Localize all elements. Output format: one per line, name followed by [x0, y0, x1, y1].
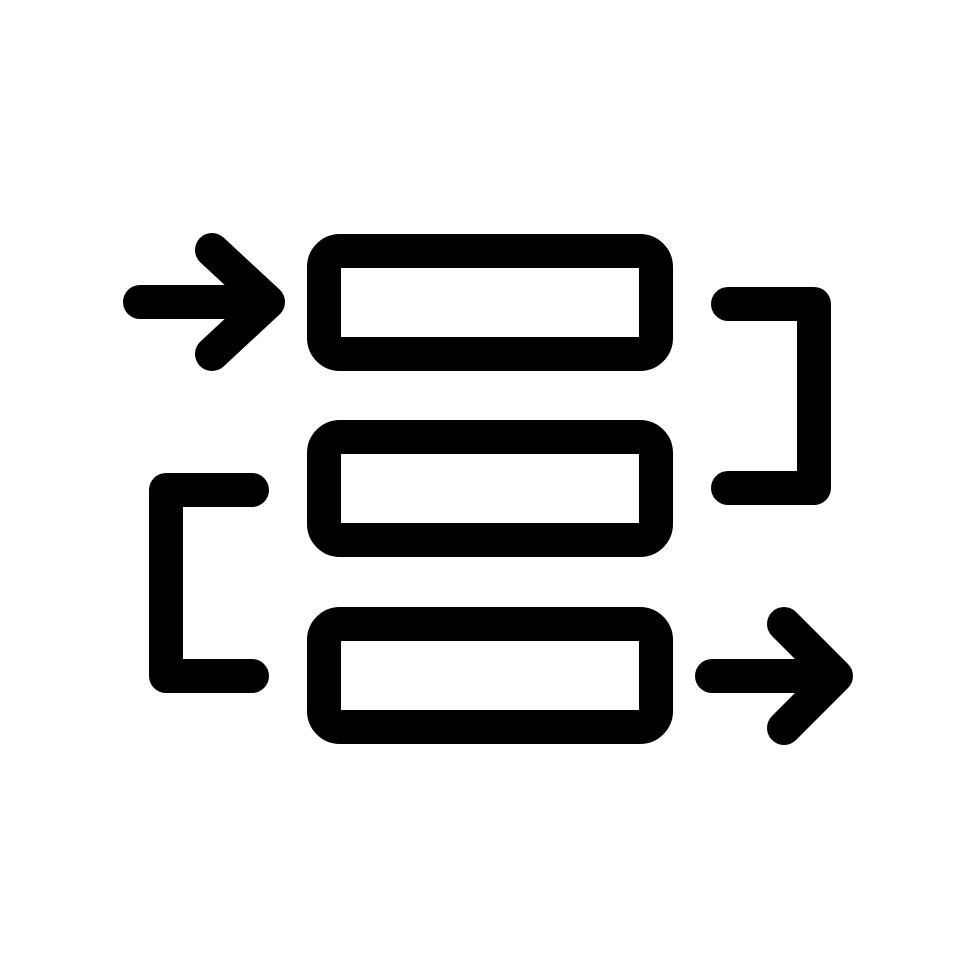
process-box-2	[307, 420, 673, 557]
right-bracket-connector	[711, 287, 831, 505]
input-arrow-icon	[123, 233, 285, 371]
icon-strokes	[123, 233, 853, 745]
process-box-1	[307, 234, 673, 371]
process-box-3	[307, 607, 673, 744]
output-arrow-icon	[695, 607, 853, 745]
left-bracket-connector	[149, 473, 269, 693]
